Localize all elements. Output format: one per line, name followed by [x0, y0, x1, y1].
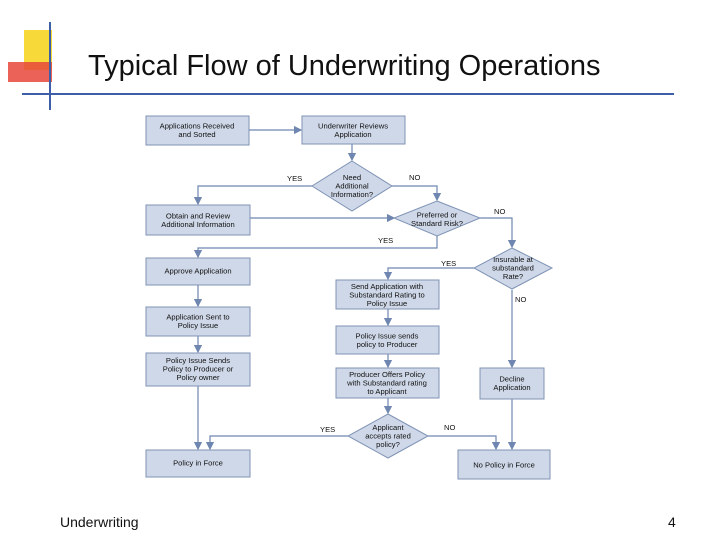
- node-label-line: Insurable at: [493, 255, 534, 264]
- edge-acc-yes-to-in-force: [205, 435, 348, 451]
- node-label-line: Standard Risk?: [411, 219, 463, 228]
- node-producer-offers: [335, 367, 440, 399]
- connectors: [193, 125, 517, 451]
- node-label-line: Obtain and Review: [166, 211, 231, 220]
- node-label-line: Substandard Rating to: [349, 291, 425, 300]
- node-in-force: [145, 449, 251, 478]
- node-label-line: Policy Issue sends: [356, 331, 419, 340]
- node-no-policy: [457, 449, 551, 480]
- node-insurable: [472, 247, 554, 290]
- node-received: [145, 115, 250, 146]
- node-issue-sends-owner: [145, 352, 251, 387]
- edge-label-ins-no: NO: [515, 295, 526, 304]
- node-label-line: Applications Received: [160, 121, 235, 130]
- node-label-line: No Policy in Force: [473, 461, 535, 470]
- decoration-blue-horizontal-line: [22, 93, 674, 95]
- node-label-line: Preferred or: [417, 210, 458, 219]
- node-sent-issue: [145, 306, 251, 337]
- node-label-line: Policy to Producer or: [163, 365, 234, 374]
- edge-pref-yes-to-approve: [193, 236, 438, 259]
- node-label-line: Policy in Force: [173, 459, 223, 468]
- edge-labels: YES NO NO YES YES NO YES NO: [287, 173, 526, 434]
- node-label-line: Application Sent to: [166, 312, 229, 321]
- edge-label-acc-yes: YES: [320, 425, 335, 434]
- edge-label-ins-yes: YES: [441, 259, 456, 268]
- node-label-line: Policy Issue Sends: [166, 356, 230, 365]
- edge-acc-no-to-no-policy: [428, 435, 501, 451]
- node-label-line: Application: [334, 130, 371, 139]
- node-label-line: Need: [343, 173, 361, 182]
- node-label-line: Application: [493, 383, 530, 392]
- edge-label-pref-yes: YES: [378, 236, 393, 245]
- edge-label-need-yes: YES: [287, 174, 302, 183]
- node-accepts: [346, 413, 430, 459]
- node-issue-sends: [335, 325, 440, 355]
- edge-label-acc-no: NO: [444, 423, 455, 432]
- node-label-line: Policy Issue: [367, 299, 408, 308]
- node-label-line: Producer Offers Policy: [349, 370, 425, 379]
- footer-label: Underwriting: [60, 514, 139, 530]
- node-reviews: [301, 115, 406, 145]
- node-label-line: Applicant: [372, 423, 404, 432]
- node-need-info: [311, 160, 393, 212]
- node-label-line: Additional Information: [161, 220, 234, 229]
- node-label-line: substandard: [492, 264, 534, 273]
- node-label-line: Policy Issue: [178, 321, 219, 330]
- decoration-blue-vertical-line: [49, 22, 51, 110]
- node-label-line: Policy owner: [176, 373, 220, 382]
- edge-label-pref-no: NO: [494, 207, 505, 216]
- edge-need-no-to-preferred: [392, 185, 442, 202]
- edge-label-need-no: NO: [409, 173, 420, 182]
- node-label-line: Decline: [499, 374, 524, 383]
- node-decline: [479, 367, 545, 400]
- node-label-line: Additional: [335, 182, 369, 191]
- node-label-line: policy to Producer: [357, 340, 418, 349]
- label-no-policy: No Policy in Force: [473, 461, 535, 470]
- page-number: 4: [668, 514, 676, 530]
- node-label-line: with Substandard rating: [346, 379, 427, 388]
- node-obtain: [145, 204, 251, 236]
- decision-diamonds: [311, 160, 554, 459]
- node-label-line: Information?: [331, 190, 373, 199]
- process-boxes: [145, 115, 551, 480]
- node-label-line: accepts rated: [365, 432, 411, 441]
- node-send-sub: [335, 279, 440, 310]
- node-label-line: and Sorted: [178, 130, 215, 139]
- node-preferred: [392, 200, 482, 237]
- node-approve: [145, 257, 251, 286]
- node-label-line: Send Application with: [351, 282, 423, 291]
- node-label-line: policy?: [376, 440, 400, 449]
- slide-title: Typical Flow of Underwriting Operations: [88, 50, 601, 82]
- node-label-line: to Applicant: [367, 387, 407, 396]
- decoration-red-bar: [8, 62, 52, 82]
- node-label-line: Rate?: [503, 272, 523, 281]
- edge-ins-yes-to-send-sub: [383, 267, 474, 281]
- edge-pref-no-to-insurable: [480, 217, 517, 249]
- label-approve: Approve Application: [164, 267, 231, 276]
- node-label-line: Underwriter Reviews: [318, 121, 388, 130]
- edge-need-yes-to-obtain: [193, 185, 312, 206]
- node-label-line: Approve Application: [164, 267, 231, 276]
- label-in-force: Policy in Force: [173, 459, 223, 468]
